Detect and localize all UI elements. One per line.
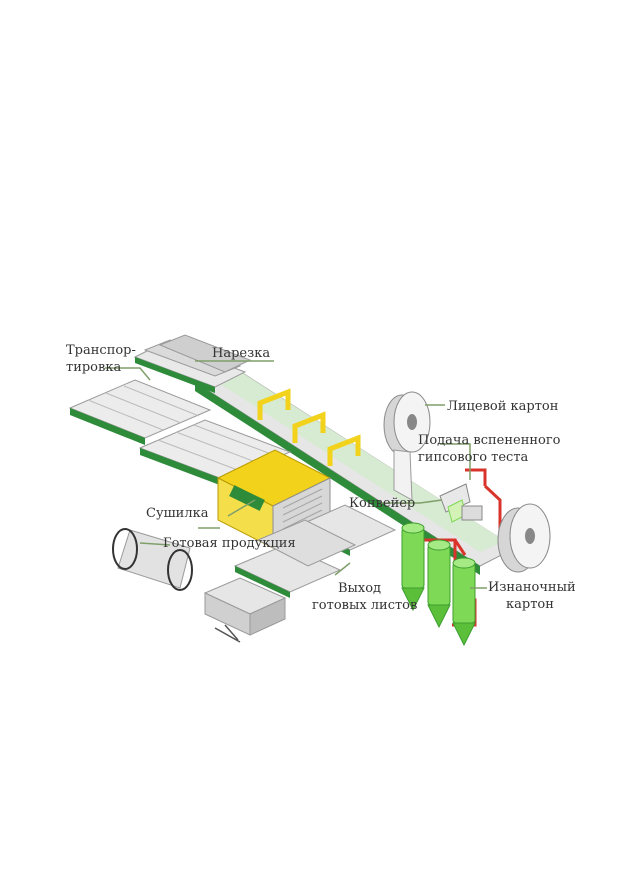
top-sheet-stacks — [133, 334, 252, 393]
finished-product-roll — [112, 528, 193, 591]
silo-3 — [452, 557, 476, 647]
label-back-carton-line-1: Изнаночный — [488, 580, 576, 595]
output-sheets — [233, 504, 397, 598]
label-transport-line-1: Транспор- — [66, 343, 136, 358]
pointer-lines — [105, 360, 487, 589]
back-carton-roll — [497, 503, 551, 573]
labels: Транспор- тировка Нарезка Лицевой картон… — [66, 343, 576, 613]
cutting-gantry — [257, 388, 361, 466]
foam-gypsum-feed — [439, 483, 483, 523]
label-conveyor: Конвейер — [349, 496, 415, 511]
label-foam-line-2: гипсового теста — [418, 450, 529, 465]
label-transport-line-2: тировка — [66, 360, 121, 375]
label-back-carton-line-2: картон — [506, 597, 554, 612]
green-silos — [401, 522, 476, 647]
label-finished-products: Готовая продукция — [163, 536, 296, 551]
label-cutting: Нарезка — [212, 346, 270, 361]
silo-2 — [427, 539, 451, 629]
label-output-line-1: Выход — [338, 581, 381, 596]
finished-product-box — [203, 577, 287, 643]
silo-1 — [401, 522, 425, 612]
label-dryer: Сушилка — [146, 506, 209, 521]
label-output-line-2: готовых листов — [312, 598, 417, 613]
label-face-carton: Лицевой картон — [447, 399, 558, 414]
sheet-rack-1 — [68, 379, 212, 445]
label-foam-line-1: Подача вспененного — [418, 433, 561, 448]
face-carton-roll — [383, 391, 431, 501]
